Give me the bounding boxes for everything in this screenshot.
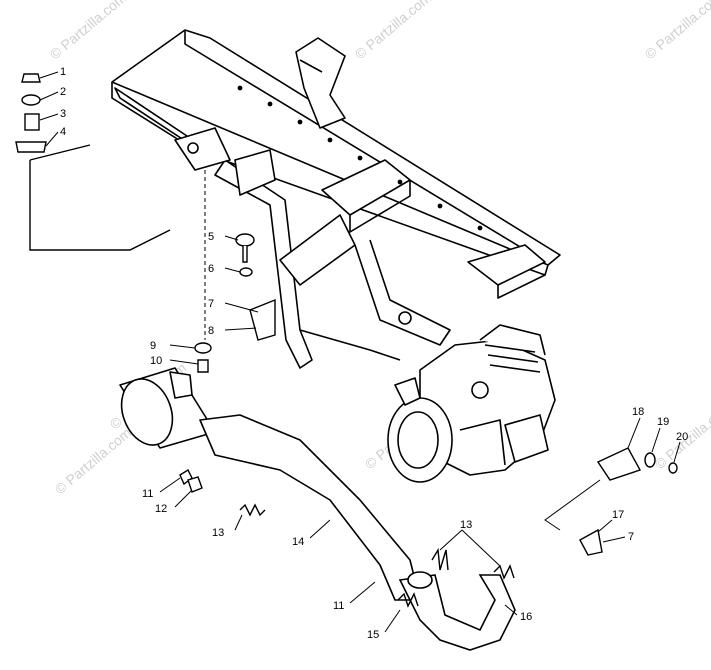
callout-17: 17 bbox=[612, 509, 624, 521]
callout-18: 18 bbox=[632, 406, 644, 418]
callout-7b: 7 bbox=[628, 531, 634, 543]
callout-16: 16 bbox=[520, 611, 532, 623]
callout-1: 1 bbox=[60, 66, 66, 78]
callout-19: 19 bbox=[657, 416, 669, 428]
watermark: © Partzilla.com bbox=[47, 0, 130, 62]
springs bbox=[239, 503, 515, 608]
callout-20: 20 bbox=[676, 431, 688, 443]
frame bbox=[111, 29, 561, 369]
callout-7: 7 bbox=[208, 298, 214, 310]
callout-2: 2 bbox=[60, 86, 66, 98]
callout-13b: 13 bbox=[460, 519, 472, 531]
mount-hardware bbox=[15, 73, 171, 251]
callout-9: 9 bbox=[150, 340, 156, 352]
engine bbox=[387, 324, 556, 483]
callouts: 1 2 3 4 5 6 7 8 9 10 11 12 13 14 11 15 1… bbox=[60, 66, 688, 641]
leader-lines bbox=[39, 71, 681, 633]
callout-3: 3 bbox=[60, 108, 66, 120]
watermark: © Partzilla.com bbox=[642, 0, 711, 62]
callout-14: 14 bbox=[292, 536, 304, 548]
callout-11: 11 bbox=[142, 488, 153, 500]
callout-15: 15 bbox=[367, 629, 379, 641]
callout-5: 5 bbox=[208, 231, 214, 243]
callout-11b: 11 bbox=[333, 600, 344, 612]
callout-12: 12 bbox=[155, 503, 167, 515]
callout-6: 6 bbox=[208, 263, 214, 275]
watermark: © Partzilla.com bbox=[352, 0, 435, 62]
watermark: © Partzilla.com bbox=[52, 424, 135, 497]
callout-10: 10 bbox=[150, 355, 162, 367]
head-pipe bbox=[398, 571, 516, 651]
callout-4: 4 bbox=[60, 126, 66, 138]
callout-13: 13 bbox=[212, 527, 224, 539]
bracket-hardware bbox=[179, 233, 678, 556]
muffler bbox=[119, 367, 421, 601]
callout-8: 8 bbox=[208, 325, 214, 337]
